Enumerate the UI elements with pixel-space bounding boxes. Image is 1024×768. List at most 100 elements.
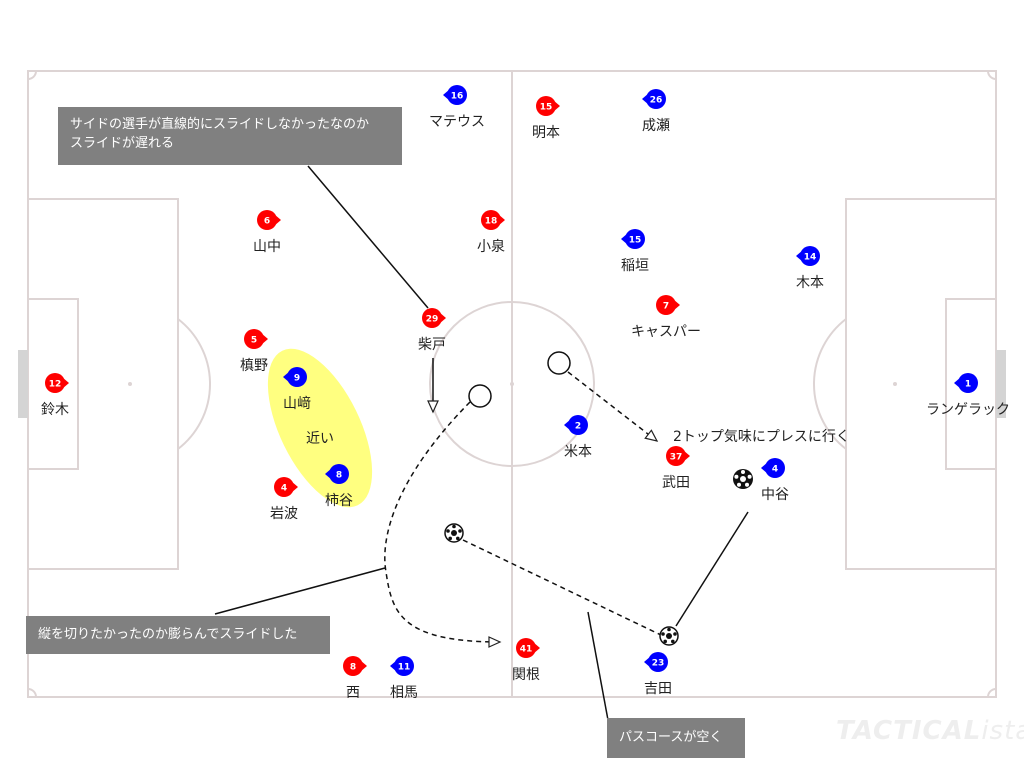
player-number: 37 — [670, 453, 683, 463]
player-blue-15: 15 稲垣 — [621, 229, 649, 274]
corner-arc-tr — [987, 70, 997, 80]
player-number: 1 — [965, 380, 971, 390]
player-name: 小泉 — [477, 238, 505, 255]
player-number: 8 — [336, 471, 342, 481]
player-number: 15 — [629, 236, 642, 246]
bottom-note: 縦を切りたかったのか膨らんでスライドした — [26, 616, 330, 654]
player-red-37: 37 武田 — [662, 446, 690, 491]
right-penalty-spot — [893, 382, 897, 386]
bottom-note-pointer — [214, 567, 386, 615]
player-number: 14 — [804, 253, 817, 263]
player-name: 中谷 — [761, 487, 789, 503]
player-blue-9: 9山﨑 — [283, 367, 311, 412]
player-name: 鈴木 — [41, 402, 69, 418]
player-number: 6 — [264, 217, 270, 227]
player-name: 柿谷 — [325, 492, 353, 509]
player-name: 西 — [346, 685, 360, 701]
player-marker — [765, 458, 785, 478]
player-name: 米本 — [564, 444, 592, 460]
player-name: 岩波 — [270, 506, 298, 522]
player-red-6: 6 山中 — [253, 210, 281, 255]
player-red-12: 12 鈴木 — [41, 373, 69, 418]
player-marker — [481, 210, 501, 230]
player-number: 26 — [650, 96, 663, 106]
player-name: 武田 — [662, 475, 690, 491]
player-name: ランゲラック — [926, 402, 1010, 418]
pass-note: パスコースが空く — [607, 718, 745, 758]
player-marker — [516, 638, 536, 658]
corner-arc-tl — [27, 70, 37, 80]
player-name: 稲垣 — [621, 258, 649, 274]
player-marker — [257, 210, 277, 230]
ball-icon — [444, 523, 464, 543]
player-marker — [329, 464, 349, 484]
player-number: 9 — [294, 374, 300, 384]
watermark-brand: TACTICAL — [836, 716, 982, 746]
player-number: 41 — [520, 645, 533, 655]
close-label: 近い — [306, 431, 334, 447]
player-name: 柴戸 — [418, 337, 446, 353]
player-number: 16 — [451, 92, 464, 102]
player-red-8: 8西 — [343, 656, 367, 701]
player-marker — [447, 85, 467, 105]
tacticalista-watermark: TACTICALista — [836, 716, 1024, 746]
player-marker — [648, 652, 668, 672]
player-red-18: 18 小泉 — [477, 210, 505, 255]
centre-circle — [429, 301, 595, 467]
player-name: 槙野 — [240, 357, 268, 374]
player-marker — [568, 415, 588, 435]
watermark-suffix: ista — [981, 716, 1024, 746]
player-number: 5 — [251, 336, 257, 346]
pass-line — [675, 511, 749, 627]
player-marker — [958, 373, 978, 393]
top-note-pointer — [307, 165, 429, 309]
press-run-path — [567, 371, 659, 442]
player-number: 29 — [426, 315, 439, 325]
pass-note-pointer — [587, 611, 609, 721]
player-blue-2: 2米本 — [564, 415, 592, 460]
player-marker — [45, 373, 65, 393]
player-number: 7 — [663, 302, 669, 312]
player-marker — [656, 295, 676, 315]
player-marker — [343, 656, 363, 676]
player-name: 木本 — [796, 275, 824, 291]
right-goal — [996, 350, 1006, 418]
player-name: 関根 — [512, 667, 540, 683]
dashed-runs — [384, 371, 664, 648]
player-number: 8 — [350, 663, 356, 673]
player-red-29: 29 柴戸 — [418, 308, 446, 353]
players-layer: 12鈴木6山中5槙野4岩波29柴戸18小泉15明本7キャスパー37武田8西41関… — [41, 85, 1010, 701]
original-position-marker — [547, 351, 571, 375]
player-red-41: 41 関根 — [512, 638, 540, 683]
player-number: 15 — [540, 103, 553, 113]
player-red-15: 15 明本 — [532, 96, 560, 141]
player-marker — [422, 308, 442, 328]
player-name: 成瀬 — [642, 118, 670, 134]
player-marker — [244, 329, 264, 349]
player-blue-4: 4中谷 — [761, 458, 789, 503]
left-goal — [18, 350, 28, 418]
player-name: 相馬 — [390, 685, 418, 701]
player-red-4: 4岩波 — [270, 477, 298, 522]
player-blue-14: 14 木本 — [796, 246, 824, 291]
player-blue-1: 1 ランゲラック — [926, 373, 1010, 418]
player-number: 12 — [49, 380, 62, 390]
player-blue-26: 26 成瀬 — [642, 89, 670, 134]
original-position-marker — [468, 384, 492, 408]
player-blue-8: 8 柿谷 — [325, 464, 353, 509]
player-name: 吉田 — [644, 681, 672, 697]
player-name: 山中 — [253, 239, 281, 255]
centre-spot — [510, 382, 514, 386]
player-marker — [625, 229, 645, 249]
player-marker — [394, 656, 414, 676]
top-note: サイドの選手が直線的にスライドしなかったなのか スライドが遅れる — [58, 107, 402, 165]
player-number: 18 — [485, 217, 498, 227]
player-name: 明本 — [532, 125, 560, 141]
player-marker — [536, 96, 556, 116]
player-red-5: 5 槙野 — [240, 329, 268, 374]
